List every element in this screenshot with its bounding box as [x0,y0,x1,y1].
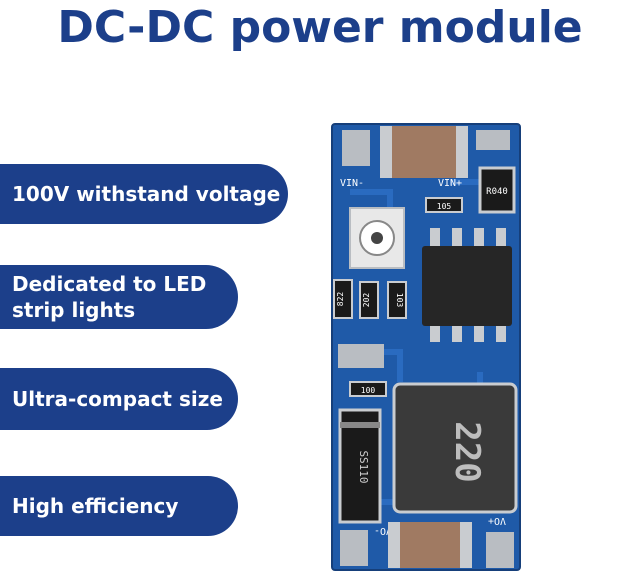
resistor-103 [387,281,407,319]
pad [342,130,370,166]
component-105 [425,197,463,213]
resistor-100 [349,381,387,397]
pad [338,344,384,368]
feature-label: Dedicated to LED strip lights [12,272,207,322]
inductor-220-label: 220 [447,421,487,482]
feature-label: 100V withstand voltage [12,182,281,206]
capacitor-top [380,126,468,178]
capacitor-bottom [388,522,472,568]
component-105-label: 105 [437,202,452,211]
resistor-103-label: 103 [395,293,404,308]
pcb-module-image: VIN- VIN+ R040 105 822 202 103 100 SS110… [331,123,521,571]
pin-label-vin-minus: VIN- [340,178,364,189]
resistor-822-label: 822 [336,292,345,307]
resistor-202-label: 202 [362,293,371,308]
feature-pill-voltage: 100V withstand voltage [0,164,288,224]
resistor-r040 [478,166,516,214]
pin-label-vo-minus: VO- [374,525,392,536]
feature-pill-efficiency: High efficiency [0,476,238,536]
pad [486,532,514,568]
pcb-traces [350,179,500,505]
diode-ss110 [338,408,382,524]
pin-label-vin-plus: VIN+ [438,178,462,189]
feature-label: Ultra-compact size [12,387,223,411]
feature-pill-size: Ultra-compact size [0,368,238,430]
ic-chip [422,228,512,342]
feature-pill-led: Dedicated to LED strip lights [0,265,238,329]
pad [476,130,510,150]
diode-ss110-label: SS110 [357,450,370,483]
feature-label: High efficiency [12,494,179,518]
pad [340,530,368,566]
resistor-202 [359,281,379,319]
pin-label-vo-plus: VO+ [488,515,506,526]
page-title: DC-DC power module [57,2,583,53]
resistor-100-label: 100 [361,386,376,395]
resistor-822 [333,279,353,319]
resistor-r040-label: R040 [486,187,508,197]
inductor-220 [392,382,518,514]
